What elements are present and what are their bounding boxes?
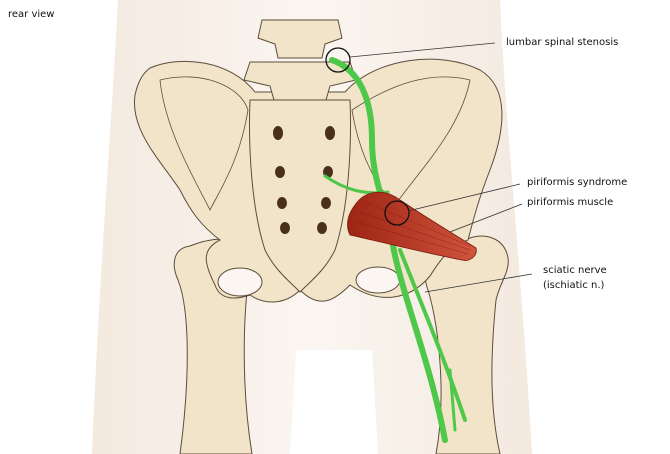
label-piriformis-muscle: piriformis muscle [527, 197, 614, 208]
right-obturator-foramen [355, 266, 401, 294]
stenosis-marker-circle [325, 47, 351, 73]
label-ischiatic: (ischiatic n.) [543, 280, 605, 291]
lumbar-vertebra-lower [243, 61, 357, 101]
left-obturator-foramen [217, 267, 263, 297]
leader-lines [349, 42, 533, 293]
sacrum [249, 99, 351, 293]
syndrome-marker-circle [384, 200, 410, 226]
view-label: rear view [8, 9, 55, 20]
lumbar-vertebra-upper [257, 19, 343, 59]
sacral-foramina [273, 126, 335, 234]
label-lumbar-spinal-stenosis: lumbar spinal stenosis [506, 37, 619, 48]
label-piriformis-syndrome: piriformis syndrome [527, 177, 628, 188]
left-iliac-fossa [159, 76, 249, 211]
label-sciatic-nerve: sciatic nerve [543, 265, 607, 276]
piriformis-muscle [347, 191, 477, 261]
right-femur [424, 235, 509, 454]
